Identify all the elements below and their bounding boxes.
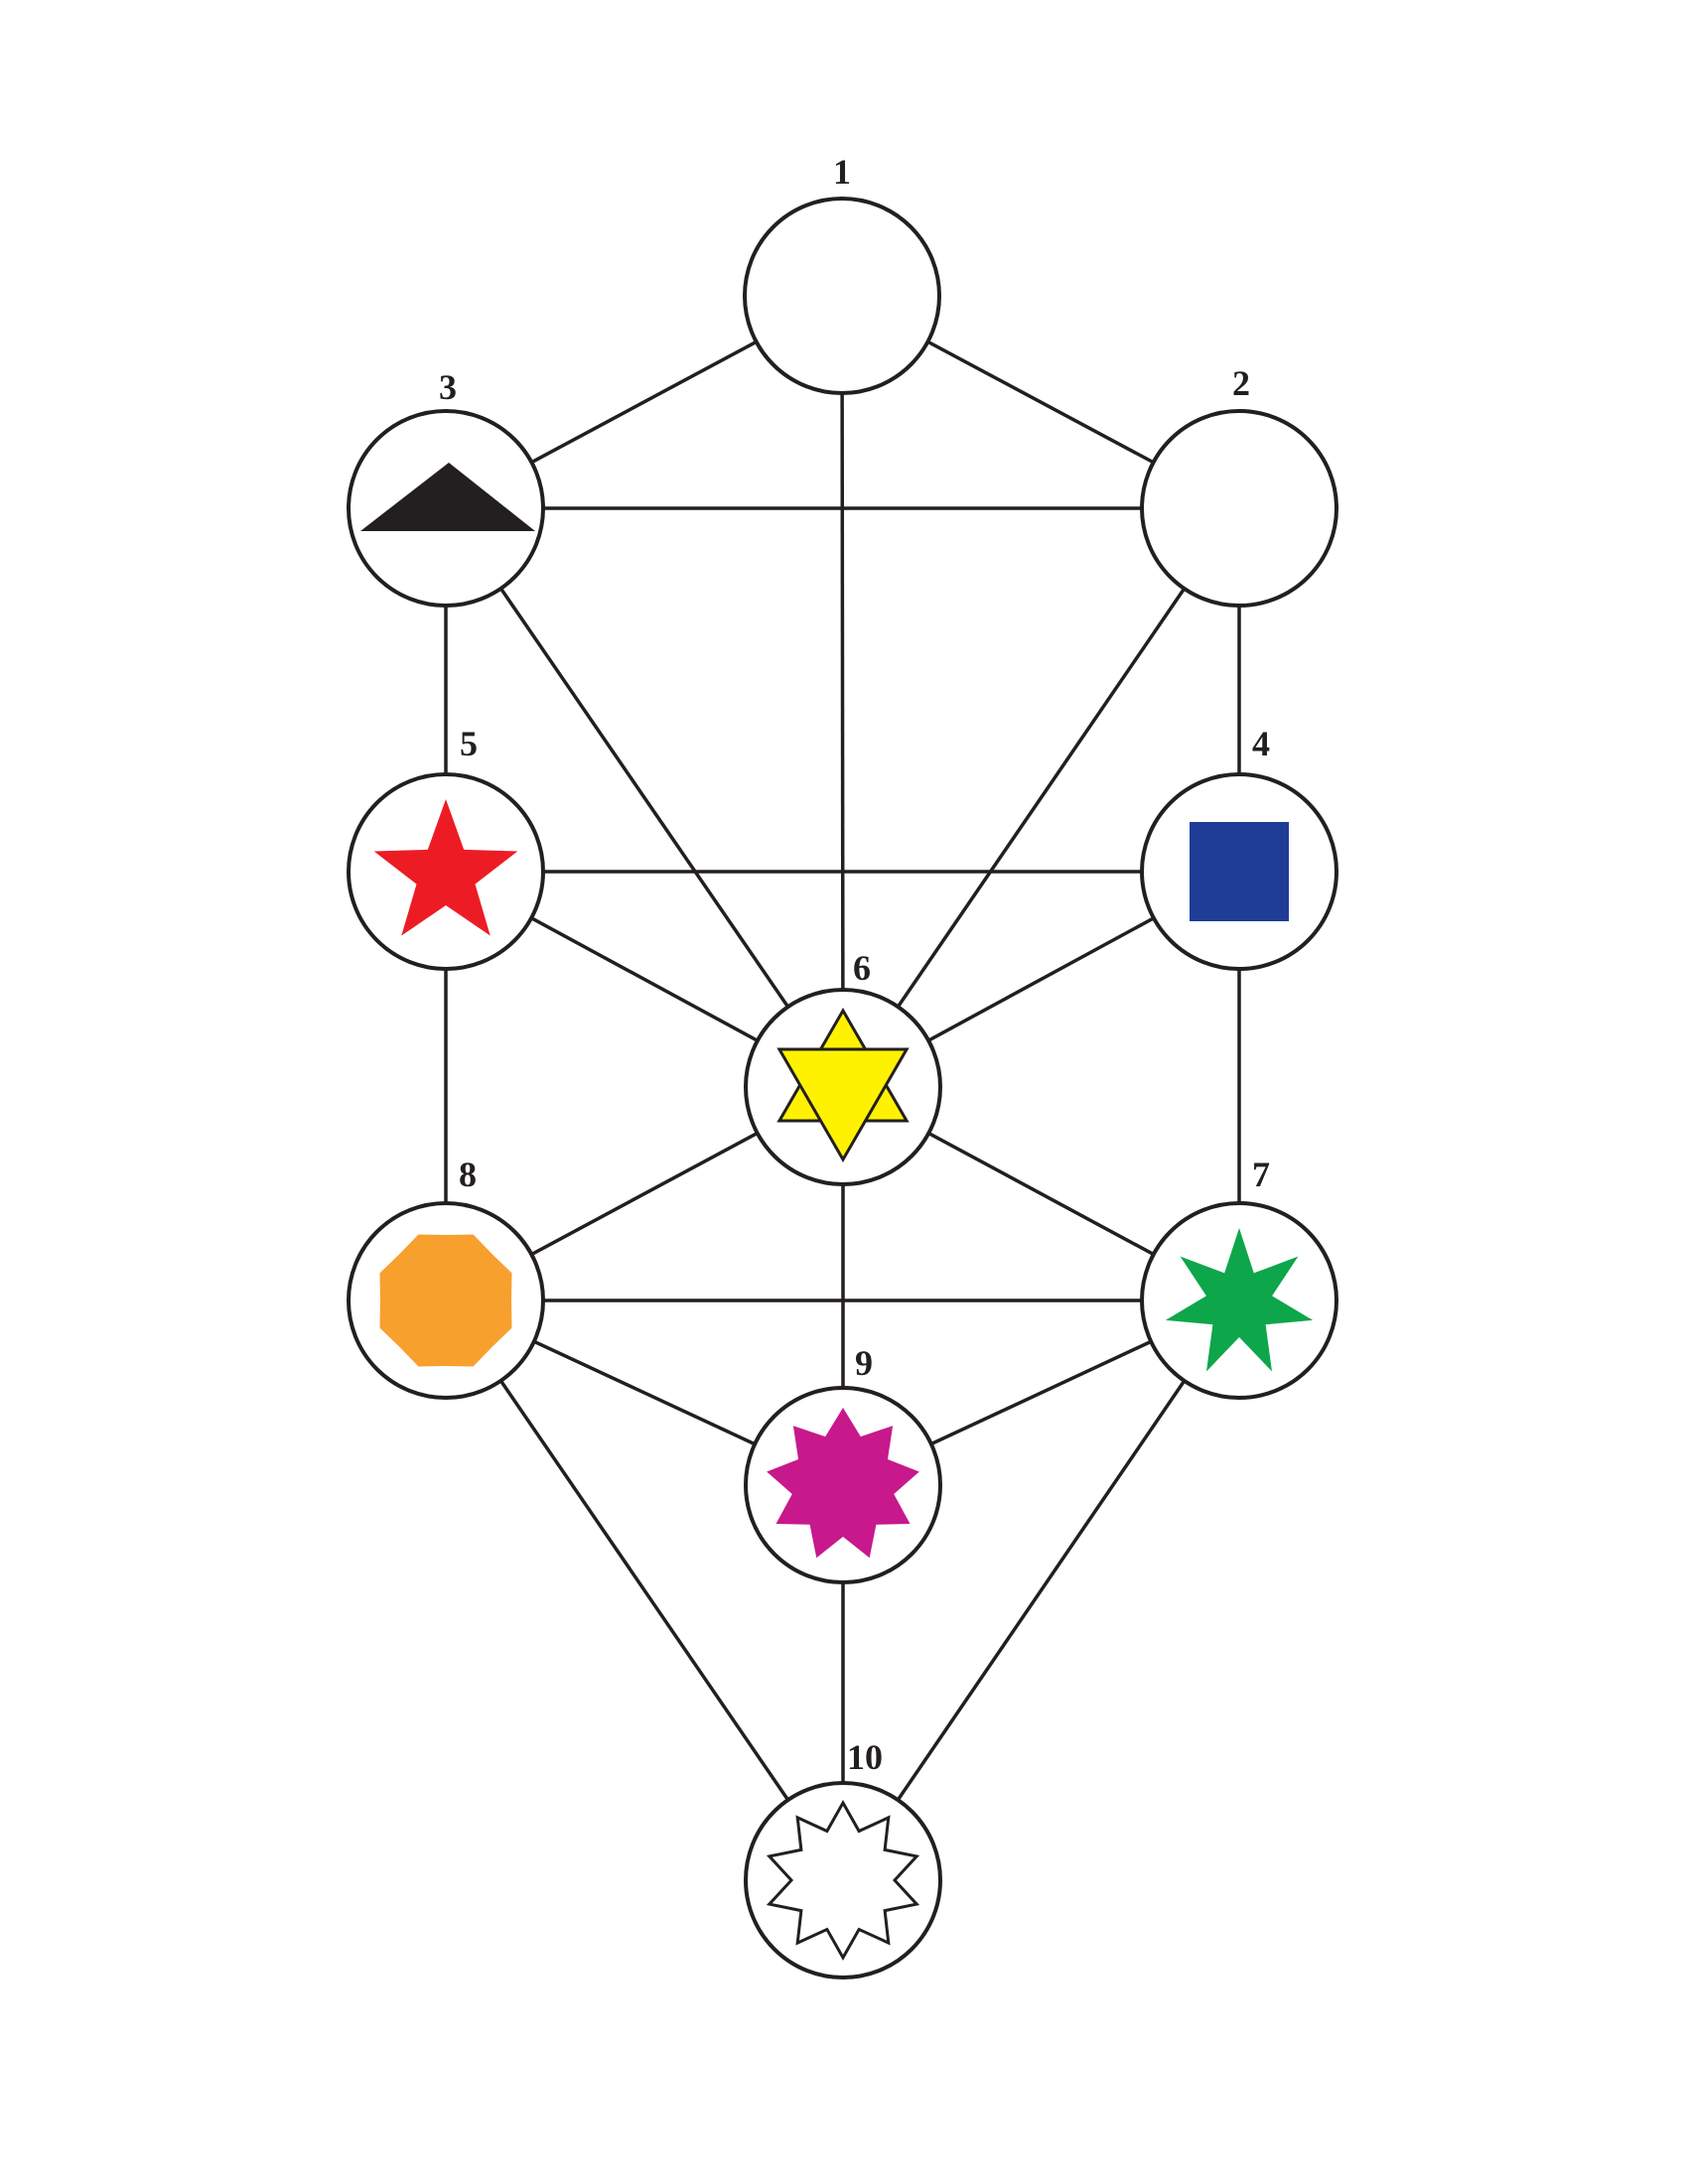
node-circle xyxy=(743,197,941,395)
node-label: 4 xyxy=(1252,724,1270,763)
edge-1-6 xyxy=(840,295,845,1088)
node-9: 9 xyxy=(744,1343,942,1584)
nine-point-star-icon xyxy=(767,1408,919,1559)
triangle-icon xyxy=(360,463,535,531)
node-2: 2 xyxy=(1140,363,1338,608)
node-7: 7 xyxy=(1140,1155,1338,1400)
edge-3-6 xyxy=(444,507,845,1088)
node-10: 10 xyxy=(744,1737,942,1979)
node-circle xyxy=(1140,409,1338,608)
node-3: 3 xyxy=(347,367,545,608)
node-5: 5 xyxy=(347,724,545,971)
node-6: 6 xyxy=(744,948,942,1186)
edge-8-10 xyxy=(444,1299,845,1881)
node-label: 7 xyxy=(1252,1155,1270,1194)
node-label: 8 xyxy=(459,1155,477,1194)
octagon-icon xyxy=(379,1234,512,1367)
ten-point-star-icon xyxy=(766,1799,920,1962)
node-8: 8 xyxy=(347,1155,545,1400)
node-label: 1 xyxy=(833,152,851,192)
node-label: 6 xyxy=(853,948,871,988)
node-label: 9 xyxy=(855,1343,873,1383)
edge-2-6 xyxy=(841,507,1241,1088)
seven-point-star-icon xyxy=(1165,1228,1314,1372)
node-4: 4 xyxy=(1140,724,1338,971)
edge-7-10 xyxy=(841,1299,1241,1881)
five-point-star-icon xyxy=(373,799,518,936)
node-label: 2 xyxy=(1232,363,1250,403)
node-label: 10 xyxy=(847,1737,883,1777)
square-icon xyxy=(1190,822,1289,921)
node-label: 3 xyxy=(439,367,457,407)
hexagram-down-triangle xyxy=(776,1047,910,1162)
nodes-layer: 1 2 3 4 5 6 7 8 9 10 xyxy=(347,152,1338,1979)
node-1: 1 xyxy=(743,152,941,395)
node-label: 5 xyxy=(460,724,478,763)
